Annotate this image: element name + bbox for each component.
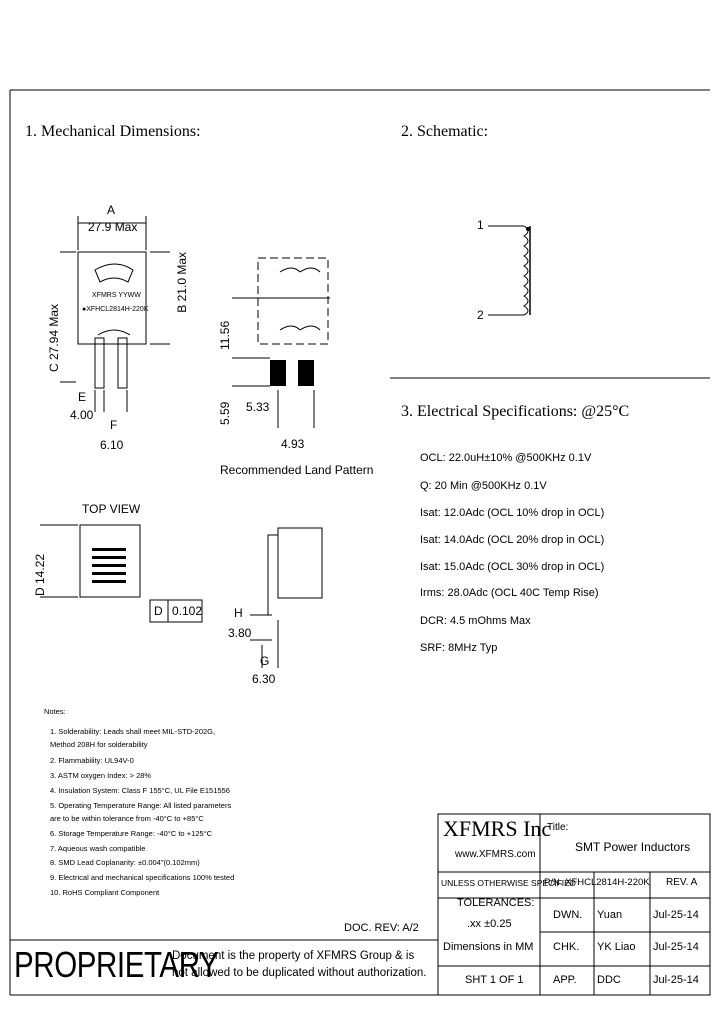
dim-493: 4.93: [281, 437, 305, 451]
dim-1156: 11.56: [218, 320, 232, 350]
note-item: 8. SMD Lead Coplanarity: ±0.004"(0.102mm…: [50, 858, 200, 867]
chk-date: Jul-25-14: [653, 941, 699, 953]
chk-name: YK Liao: [597, 941, 636, 953]
note-item: 2. Flammability: UL94V-0: [50, 756, 134, 765]
doc-revision: DOC. REV: A/2: [344, 922, 419, 934]
schematic-pin-2: 2: [477, 308, 484, 322]
revision: REV. A: [666, 877, 698, 888]
sheet-number: SHT 1 OF 1: [465, 974, 524, 986]
notes-title: Notes:: [44, 707, 66, 716]
dim-c-value: C 27.94 Max: [47, 303, 61, 372]
dim-h-value: 3.80: [228, 626, 252, 640]
proprietary-banner: PROPRIETARY: [14, 944, 219, 985]
dim-g-label: G: [260, 654, 270, 668]
spec-line: Isat: 14.0Adc (OCL 20% drop in OCL): [420, 534, 605, 546]
proprietary-line-1: Document is the property of XFMRS Group …: [172, 950, 415, 962]
title-label: Title:: [547, 822, 569, 833]
part-marking-1: XFMRS YYWW: [92, 292, 141, 299]
schematic-heading: 2. Schematic:: [401, 123, 489, 140]
company-website: www.XFMRS.com: [455, 849, 536, 860]
chk-label: CHK.: [553, 941, 580, 953]
app-label: APP.: [553, 974, 577, 986]
dim-559: 5.59: [218, 401, 232, 425]
title-value: SMT Power Inductors: [575, 840, 691, 854]
electrical-heading: 3. Electrical Specifications: @25°C: [401, 403, 630, 420]
part-number: P/N: XFHCL2814H-220K: [544, 877, 650, 888]
dwn-label: DWN.: [553, 909, 583, 921]
dim-d-value: D 14.22: [33, 553, 47, 596]
spec-line: Q: 20 Min @500KHz 0.1V: [420, 480, 547, 492]
spec-line: DCR: 4.5 mOhms Max: [420, 615, 531, 627]
note-item: 3. ASTM oxygen Index: > 28%: [50, 771, 152, 780]
part-marking-2: ●XFHCL2814H-220K: [82, 306, 149, 313]
dim-g-value: 6.30: [252, 672, 276, 686]
dim-b-value: B 21.0 Max: [175, 252, 189, 313]
spec-line: OCL: 22.0uH±10% @500KHz 0.1V: [420, 452, 592, 464]
spec-line: Irms: 28.0Adc (OCL 40C Temp Rise): [420, 587, 599, 599]
dim-e-value: 4.00: [70, 408, 94, 422]
note-item: 7. Aqueous wash compatible: [50, 844, 146, 853]
dim-a-value: 27.9 Max: [88, 220, 138, 234]
dim-h-label: H: [234, 606, 243, 620]
unless-specified: UNLESS OTHERWISE SPECIFIED: [441, 878, 576, 888]
dim-a-label: A: [107, 203, 116, 217]
flatness-d: D: [154, 604, 163, 618]
note-item: 4. Insulation System: Class F 155°C, UL …: [50, 786, 230, 795]
schematic-pin-1: 1: [477, 218, 484, 232]
note-item: 6. Storage Temperature Range: -40°C to +…: [50, 829, 212, 838]
flatness-value: 0.102: [172, 604, 203, 618]
dim-533: 5.33: [246, 400, 270, 414]
top-view-caption: TOP VIEW: [82, 502, 141, 516]
dim-e-label: E: [78, 390, 87, 404]
spec-line: Isat: 15.0Adc (OCL 30% drop in OCL): [420, 561, 605, 573]
tolerances-label: TOLERANCES:: [457, 897, 535, 909]
dim-f-value: 6.10: [100, 438, 124, 452]
dim-f-label: F: [110, 418, 118, 432]
note-item: 1. Solderability: Leads shall meet MIL-S…: [50, 727, 216, 736]
company-name: XFMRS Inc: [443, 816, 552, 841]
note-item: Method 208H for solderability: [50, 740, 148, 749]
spec-line: SRF: 8MHz Typ: [420, 642, 498, 654]
note-item: 9. Electrical and mechanical specificati…: [50, 873, 235, 882]
note-item: are to be within tolerance from -40°C to…: [50, 814, 204, 823]
mechanical-heading: 1. Mechanical Dimensions:: [25, 123, 201, 140]
land-pattern-caption: Recommended Land Pattern: [220, 463, 374, 477]
app-date: Jul-25-14: [653, 974, 699, 986]
dwn-date: Jul-25-14: [653, 909, 699, 921]
proprietary-line-2: not allowed to be duplicated without aut…: [172, 967, 427, 979]
tolerances-value: .xx ±0.25: [467, 918, 512, 930]
note-item: 5. Operating Temperature Range: All list…: [50, 801, 232, 810]
dimensions-unit: Dimensions in MM: [443, 941, 534, 953]
spec-line: Isat: 12.0Adc (OCL 10% drop in OCL): [420, 507, 605, 519]
note-item: 10. RoHS Compliant Component: [50, 888, 160, 897]
dwn-name: Yuan: [597, 909, 623, 921]
app-name: DDC: [597, 974, 621, 986]
